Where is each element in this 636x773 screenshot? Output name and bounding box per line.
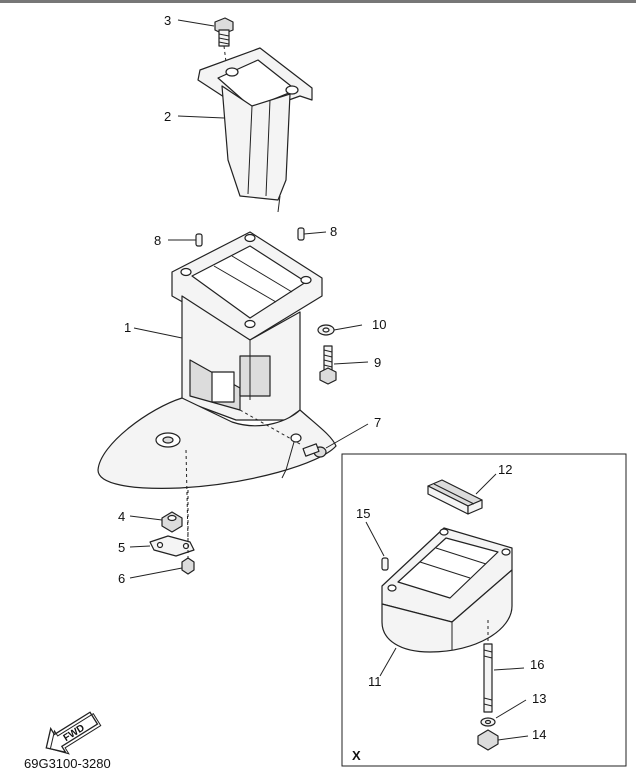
- part-10-washer: [317, 324, 335, 336]
- callout-2: 2: [164, 109, 171, 124]
- part-7-screw: [239, 409, 327, 479]
- callout-3: 3: [164, 13, 171, 28]
- part-12-rubber-block: [427, 479, 483, 515]
- part-3-bolt: [214, 17, 234, 63]
- inset-label: X: [352, 748, 361, 763]
- callout-6: 6: [118, 571, 125, 586]
- callout-5: 5: [118, 540, 125, 555]
- part-1-upper-casing: [97, 231, 337, 541]
- part-13-washer: [480, 717, 496, 727]
- part-6-nut: [181, 557, 195, 575]
- callout-13: 13: [532, 691, 546, 706]
- fwd-arrow-icon: FWD: [45, 711, 102, 755]
- callout-9: 9: [374, 355, 381, 370]
- part-2-upper-guide: [197, 47, 313, 213]
- part-16-stud: [483, 620, 493, 713]
- callout-8-left: 8: [154, 233, 161, 248]
- callout-4: 4: [118, 509, 125, 524]
- callout-16: 16: [530, 657, 544, 672]
- callout-11: 11: [368, 674, 382, 689]
- part-15-dowel: [381, 557, 389, 571]
- part-14-nut: [477, 729, 499, 751]
- part-4-nut: [161, 511, 183, 533]
- callout-15: 15: [356, 506, 370, 521]
- top-border: [0, 0, 636, 3]
- callout-10: 10: [372, 317, 386, 332]
- part-5-gasket: [149, 535, 195, 557]
- callout-7: 7: [374, 415, 381, 430]
- inset-frame: [341, 453, 627, 767]
- part-11-extension: [381, 527, 513, 653]
- leader-lines: [129, 19, 529, 741]
- callout-14: 14: [532, 727, 546, 742]
- catalog-code: 69G3100-3280: [24, 756, 111, 771]
- callout-1: 1: [124, 320, 131, 335]
- callout-12: 12: [498, 462, 512, 477]
- callout-8-right: 8: [330, 224, 337, 239]
- part-9-bolt: [319, 345, 337, 385]
